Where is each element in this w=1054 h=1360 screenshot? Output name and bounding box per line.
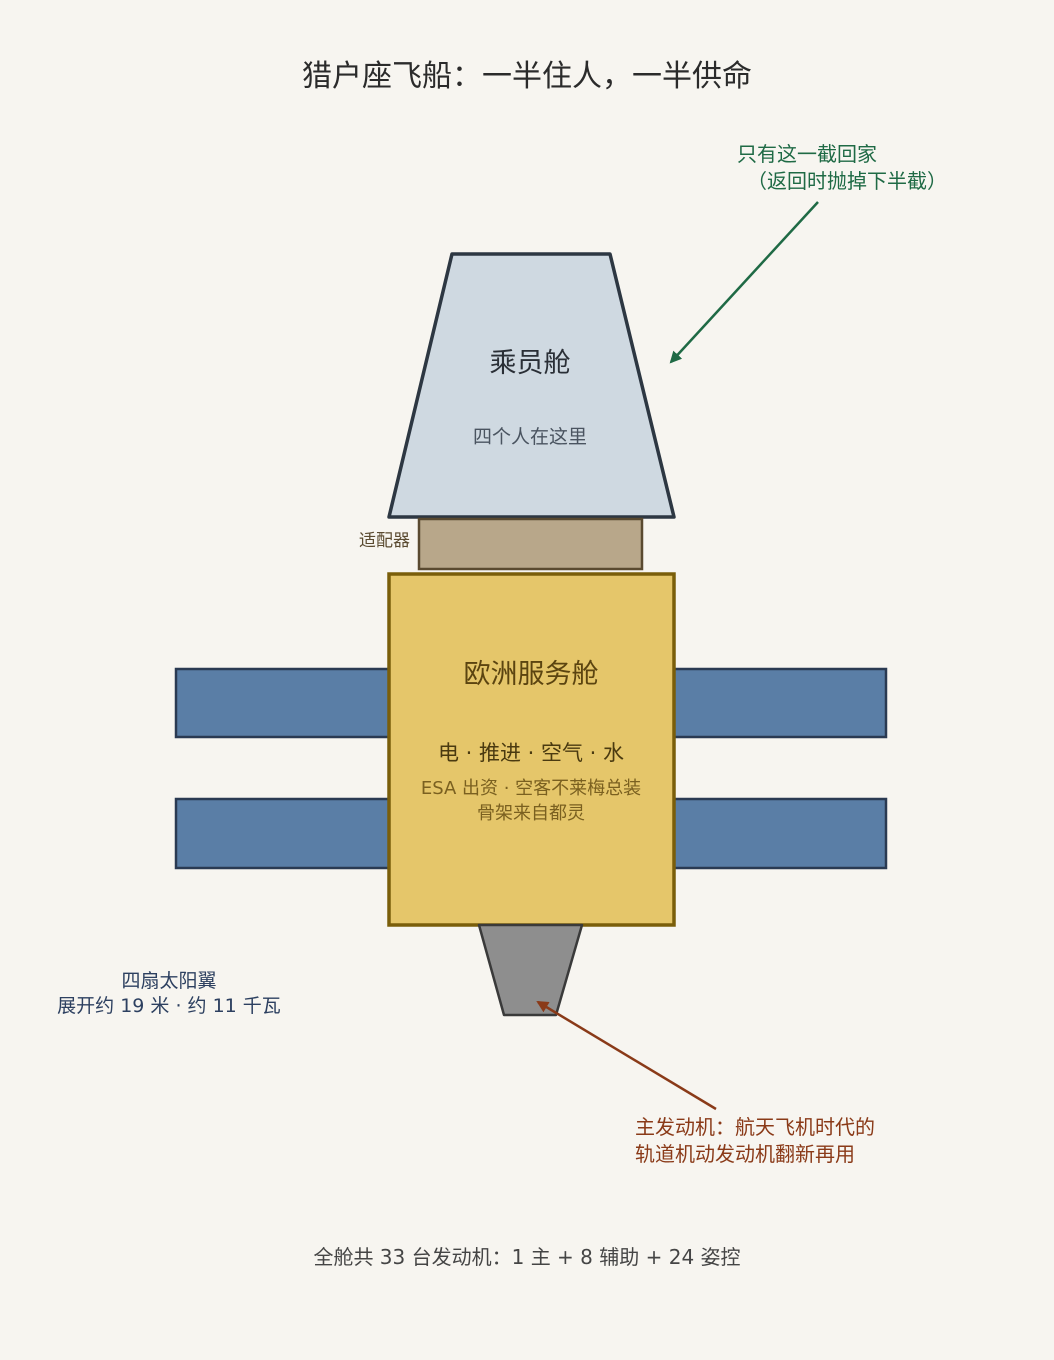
service-module-name: 欧洲服务舱	[463, 659, 599, 690]
return-note-line2: （返回时抛掉下半截）	[747, 169, 947, 193]
engine-note-line2: 轨道机动发动机翻新再用	[635, 1142, 855, 1166]
service-module-credit-line1: ESA 出资 · 空客不莱梅总装	[420, 778, 642, 799]
solar-wing-upper-left	[174, 667, 392, 739]
return-arrow	[669, 201, 819, 364]
adapter-label: 适配器	[359, 531, 410, 551]
solar-wing-lower-left	[174, 797, 392, 870]
service-module-credit-line2: 骨架来自都灵	[477, 803, 585, 824]
engine-note-line1: 主发动机：航天飞机时代的	[635, 1115, 875, 1139]
crew-module-note: 四个人在这里	[472, 426, 587, 448]
engine-count-footer: 全舱共 33 台发动机：1 主 + 8 辅助 + 24 姿控	[313, 1245, 741, 1269]
adapter-shape	[417, 517, 644, 571]
crew-module-shape	[387, 252, 676, 519]
solar-wing-lower-right	[670, 797, 888, 870]
return-note-line1: 只有这一截回家	[737, 142, 877, 166]
service-module-supplies: 电 · 推进 · 空气 · 水	[437, 741, 625, 765]
solar-wing-upper-right	[670, 667, 888, 739]
engine-nozzle-shape	[477, 923, 584, 1017]
solar-arrays-label-line1: 四扇太阳翼	[121, 970, 217, 992]
service-module-shape	[387, 572, 676, 927]
page-title: 猎户座飞船：一半住人，一半供命	[302, 59, 752, 94]
engine-arrow	[536, 1000, 717, 1111]
solar-arrays-label-line2: 展开约 19 米 · 约 11 千瓦	[57, 995, 281, 1017]
crew-module-name: 乘员舱	[489, 348, 571, 379]
